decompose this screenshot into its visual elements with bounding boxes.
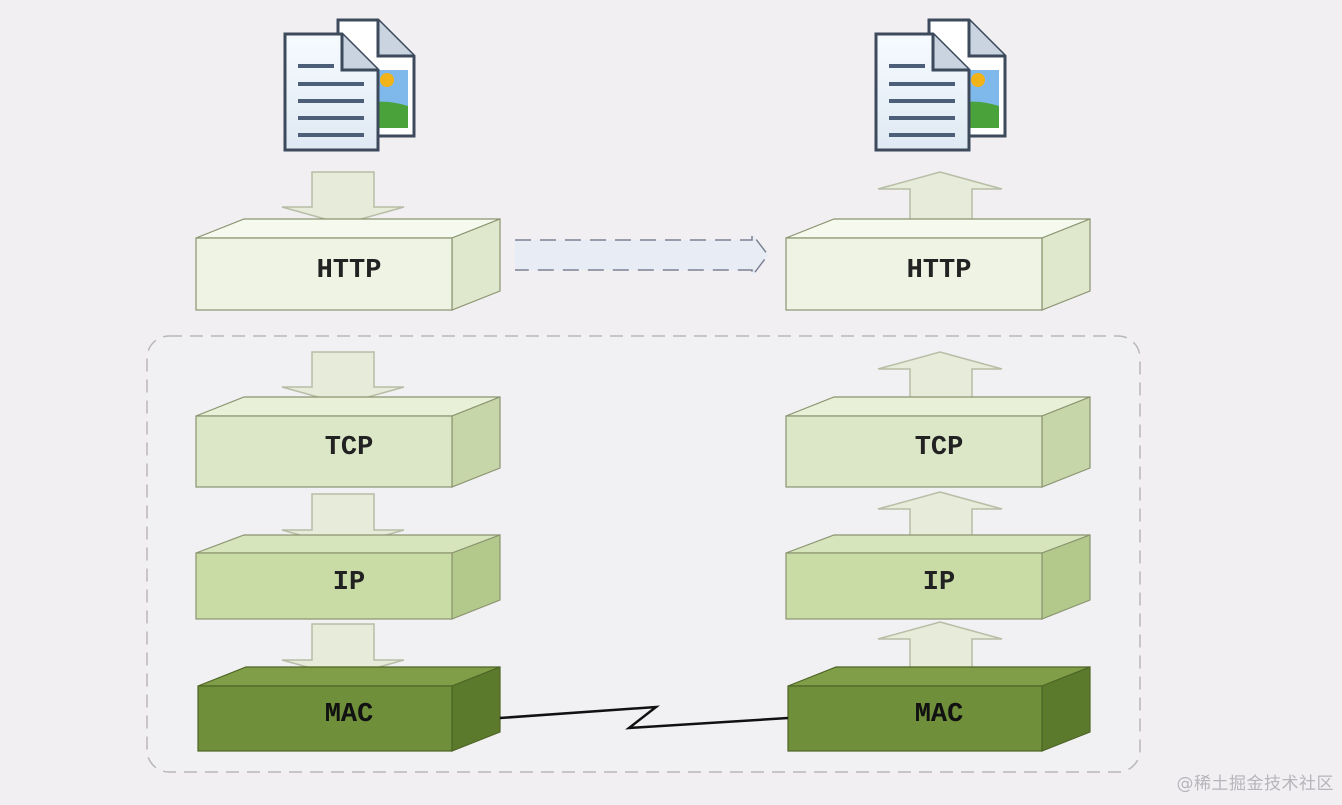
receiver-http-layer: [785, 218, 1091, 311]
receiver-http-label: HTTP: [907, 256, 972, 286]
sender-tcp-layer: [195, 396, 501, 488]
watermark-text: @稀土掘金技术社区: [1176, 774, 1334, 794]
physical-link-line: [499, 705, 789, 730]
receiver-tcp-layer: [785, 396, 1091, 488]
receiver-tcp-label: TCP: [915, 433, 964, 463]
sender-document-icon: [283, 18, 416, 152]
receiver-document-icon: [874, 18, 1007, 152]
sender-mac-layer: [197, 666, 501, 752]
sender-ip-layer: [195, 534, 501, 620]
receiver-ip-label: IP: [923, 568, 955, 598]
arrow-down-icon: [281, 351, 405, 405]
sender-ip-label: IP: [333, 568, 365, 598]
receiver-ip-layer: [785, 534, 1091, 620]
sender-http-layer: [195, 218, 501, 311]
right-up-arrows: [877, 171, 1003, 681]
arrow-down-icon: [281, 171, 405, 225]
sender-mac-label: MAC: [325, 700, 374, 730]
receiver-mac-label: MAC: [915, 700, 964, 730]
sender-http-label: HTTP: [317, 256, 382, 286]
http-virtual-connection-arrow: [515, 231, 769, 279]
sender-tcp-label: TCP: [325, 433, 374, 463]
receiver-mac-layer: [787, 666, 1091, 752]
